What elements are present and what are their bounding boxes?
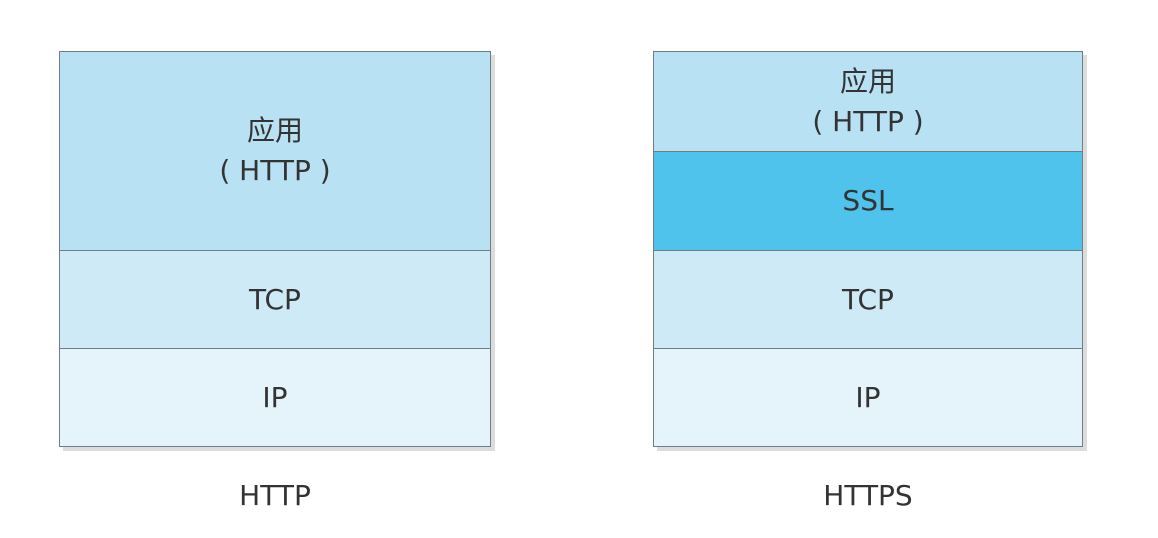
http-ip-layer: IP [60,348,490,446]
https-application-label: 应用 [839,64,896,98]
https-stack: 应用 ( HTTP ) SSL TCP IP [653,51,1083,447]
https-ip-label: IP [855,380,881,414]
http-stack: 应用 ( HTTP ) TCP IP [59,51,491,447]
http-tcp-label: TCP [249,282,301,316]
https-caption: HTTPS [823,479,913,512]
https-tcp-layer: TCP [654,250,1082,348]
https-application-layer: 应用 ( HTTP ) [654,52,1082,151]
https-ssl-layer: SSL [654,151,1082,250]
http-caption: HTTP [239,479,311,512]
http-application-layer: 应用 ( HTTP ) [60,52,490,250]
https-ip-layer: IP [654,348,1082,446]
http-application-protocol-label: ( HTTP ) [219,154,331,187]
https-ssl-label: SSL [842,184,894,217]
https-application-protocol-label: ( HTTP ) [812,104,924,138]
http-tcp-layer: TCP [60,250,490,348]
https-tcp-label: TCP [842,282,894,316]
http-ip-label: IP [262,380,288,414]
http-application-label: 应用 [246,114,303,147]
